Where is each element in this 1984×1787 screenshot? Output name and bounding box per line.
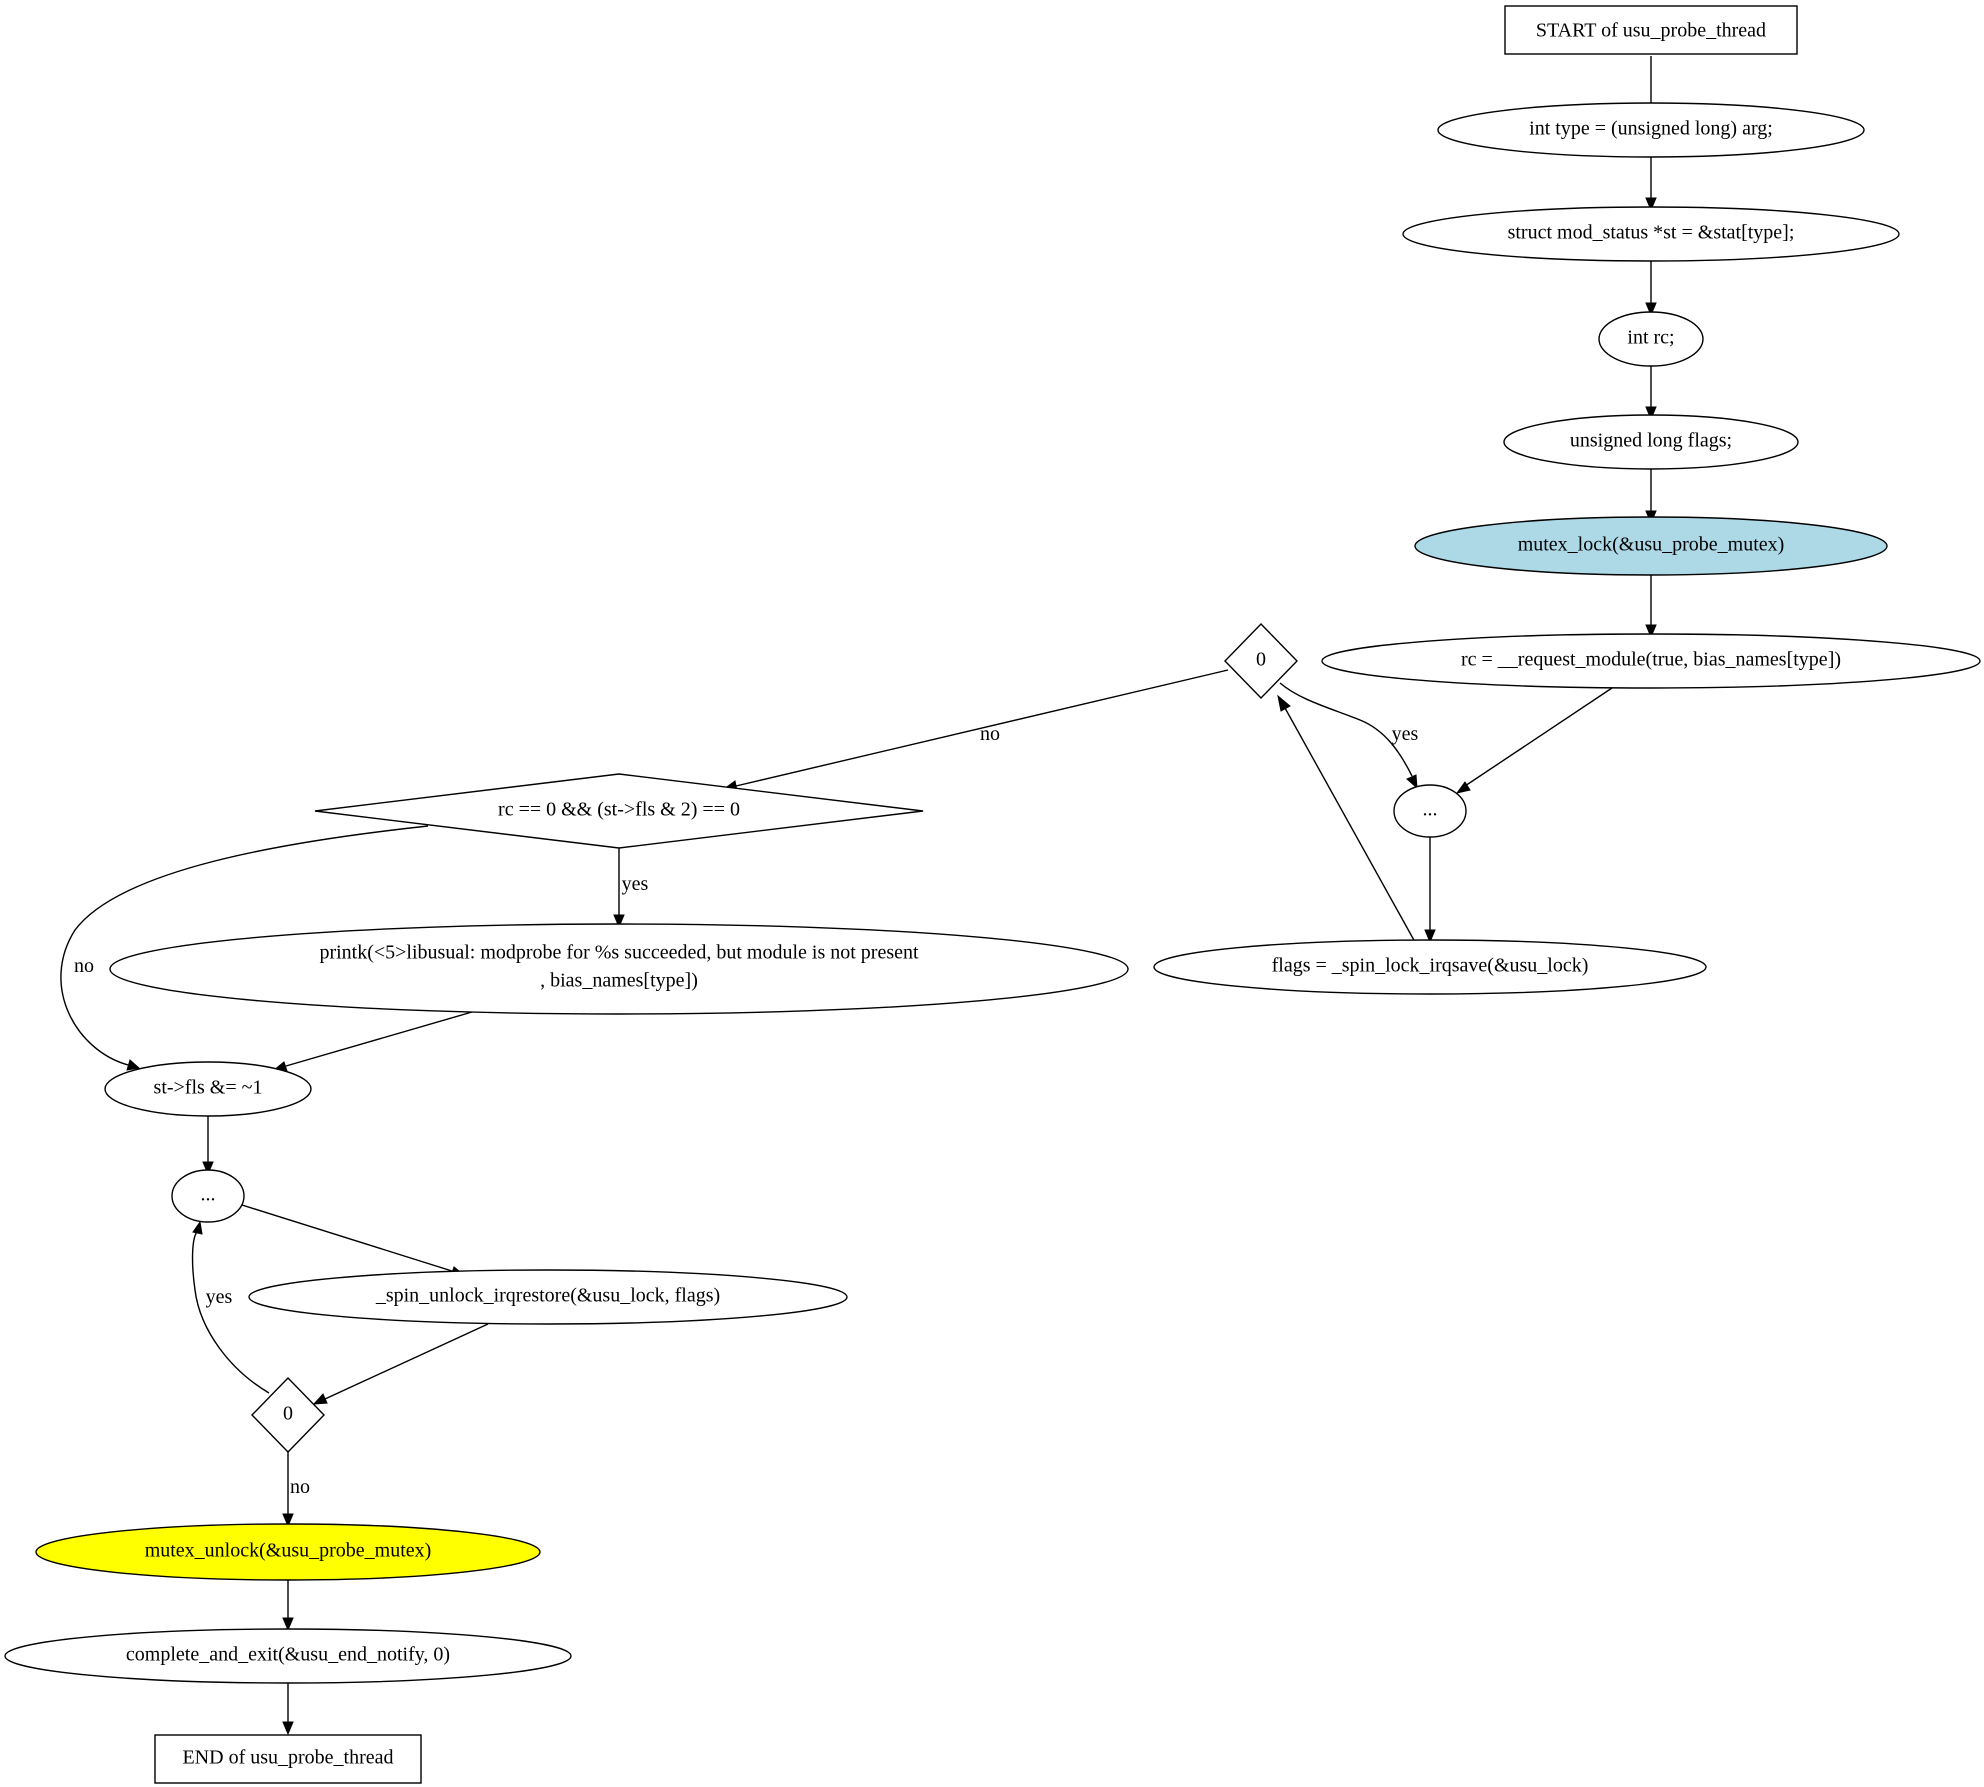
- node-decision-rc: rc == 0 && (st->fls & 2) == 0: [314, 773, 924, 849]
- arrowhead: [202, 1161, 214, 1176]
- node-decision-bottom: 0: [251, 1376, 325, 1454]
- mutex-lock-ellipse: [1414, 516, 1888, 576]
- arrowhead: [1645, 302, 1657, 317]
- node-ellipsis-top-label: ...: [1423, 799, 1438, 821]
- node-int-rc: int rc;: [1598, 311, 1704, 367]
- arrowhead: [312, 1393, 328, 1405]
- node-mutex-lock: mutex_lock(&usu_probe_mutex): [1414, 516, 1888, 576]
- node-printk: printk(<5>libusual: modprobe for %s succ…: [109, 923, 1129, 1015]
- node-mutex-unlock: mutex_unlock(&usu_probe_mutex): [35, 1523, 541, 1581]
- edge-label-top-no: no: [980, 723, 1000, 745]
- arrowhead: [282, 1721, 294, 1736]
- node-spin-unlock: _spin_unlock_irqrestore(&usu_lock, flags…: [248, 1269, 848, 1325]
- ellipsis-bottom-ellipse: [171, 1169, 245, 1223]
- edge-spin-lock-to-decision-top: [1284, 707, 1416, 943]
- arrowhead: [1406, 774, 1418, 790]
- arrowhead: [192, 1220, 203, 1235]
- request-module-ellipse: [1321, 633, 1981, 689]
- node-struct-st: struct mod_status *st = &stat[type];: [1402, 206, 1900, 262]
- node-printk-label-line1: printk(<5>libusual: modprobe for %s succ…: [319, 942, 919, 964]
- node-int-type: int type = (unsigned long) arg;: [1437, 102, 1865, 158]
- node-int-type-label: int type = (unsigned long) arg;: [1529, 118, 1773, 140]
- mutex-unlock-ellipse: [35, 1523, 541, 1581]
- node-spin-unlock-label: _spin_unlock_irqrestore(&usu_lock, flags…: [375, 1285, 720, 1307]
- node-printk-label-line2: , bias_names[type]): [540, 970, 698, 992]
- end-box: [154, 1734, 422, 1784]
- arrowhead: [1645, 406, 1657, 421]
- edge-printk-to-fls-clear: [285, 1011, 473, 1067]
- node-complete-exit: complete_and_exit(&usu_end_notify, 0): [4, 1628, 572, 1684]
- spin-unlock-ellipse: [248, 1269, 848, 1325]
- node-end: END of usu_probe_thread: [154, 1734, 422, 1784]
- decision-top-diamond: [1224, 622, 1298, 700]
- struct-st-ellipse: [1402, 206, 1900, 262]
- edge-label-rc-no: no: [74, 955, 94, 977]
- decision-rc-diamond: [314, 773, 924, 849]
- node-spin-lock-label: flags = _spin_lock_irqsave(&usu_lock): [1272, 955, 1589, 977]
- node-fls-clear-label: st->fls &= ~1: [154, 1077, 263, 1099]
- edge-ellipsis-bottom-to-spin-unlock: [241, 1204, 453, 1272]
- node-flags-decl-label: unsigned long flags;: [1570, 430, 1732, 452]
- edge-decision-bottom-yes: [191, 1231, 270, 1394]
- node-ellipsis-top: ...: [1393, 784, 1467, 838]
- node-decision-bottom-label: 0: [283, 1403, 293, 1425]
- edge-label-bottom-yes: yes: [206, 1286, 233, 1308]
- edge-label-rc-yes: yes: [622, 873, 649, 895]
- node-fls-clear: st->fls &= ~1: [104, 1061, 312, 1117]
- arrowhead: [282, 1513, 294, 1528]
- node-decision-top-label: 0: [1256, 649, 1266, 671]
- node-request-module: rc = __request_module(true, bias_names[t…: [1321, 633, 1981, 689]
- node-ellipsis-bottom-label: ...: [201, 1184, 216, 1206]
- node-spin-lock: flags = _spin_lock_irqsave(&usu_lock): [1153, 939, 1707, 995]
- node-request-module-label: rc = __request_module(true, bias_names[t…: [1461, 649, 1841, 671]
- start-box: [1504, 5, 1798, 55]
- int-type-ellipse: [1437, 102, 1865, 158]
- int-rc-ellipse: [1598, 311, 1704, 367]
- node-decision-rc-label: rc == 0 && (st->fls & 2) == 0: [498, 799, 740, 821]
- arrowhead: [1424, 929, 1436, 944]
- node-mutex-unlock-label: mutex_unlock(&usu_probe_mutex): [145, 1540, 432, 1562]
- node-flags-decl: unsigned long flags;: [1503, 414, 1799, 470]
- node-ellipsis-bottom: ...: [171, 1169, 245, 1223]
- node-int-rc-label: int rc;: [1627, 327, 1674, 349]
- edge-decision-top-yes: [1279, 682, 1413, 777]
- arrowhead: [1455, 781, 1471, 794]
- edge-spin-unlock-to-decision-bottom: [324, 1323, 489, 1400]
- spin-lock-ellipse: [1153, 939, 1707, 995]
- node-start-label: START of usu_probe_thread: [1536, 20, 1766, 42]
- arrowhead: [613, 914, 625, 929]
- complete-exit-ellipse: [4, 1628, 572, 1684]
- edge-label-top-yes: yes: [1392, 723, 1419, 745]
- fls-clear-ellipse: [104, 1061, 312, 1117]
- arrowhead: [282, 1617, 294, 1632]
- printk-ellipse: [109, 923, 1129, 1015]
- decision-bottom-diamond: [251, 1376, 325, 1454]
- node-end-label: END of usu_probe_thread: [182, 1747, 393, 1769]
- arrowhead: [1277, 694, 1291, 712]
- flags-decl-ellipse: [1503, 414, 1799, 470]
- node-decision-top: 0: [1224, 622, 1298, 700]
- edge-label-bottom-no: no: [290, 1476, 310, 1498]
- arrowhead: [1645, 624, 1657, 639]
- ellipsis-top-ellipse: [1393, 784, 1467, 838]
- edge-request-to-ellipsis-top: [1464, 687, 1613, 787]
- edge-decision-top-no: [735, 669, 1229, 787]
- node-start: START of usu_probe_thread: [1504, 5, 1798, 55]
- edge-decision-rc-no: [60, 825, 429, 1066]
- arrowhead: [1645, 197, 1657, 212]
- arrowhead: [126, 1059, 141, 1071]
- node-struct-st-label: struct mod_status *st = &stat[type];: [1508, 222, 1795, 244]
- node-mutex-lock-label: mutex_lock(&usu_probe_mutex): [1518, 534, 1785, 556]
- node-complete-exit-label: complete_and_exit(&usu_end_notify, 0): [126, 1644, 450, 1666]
